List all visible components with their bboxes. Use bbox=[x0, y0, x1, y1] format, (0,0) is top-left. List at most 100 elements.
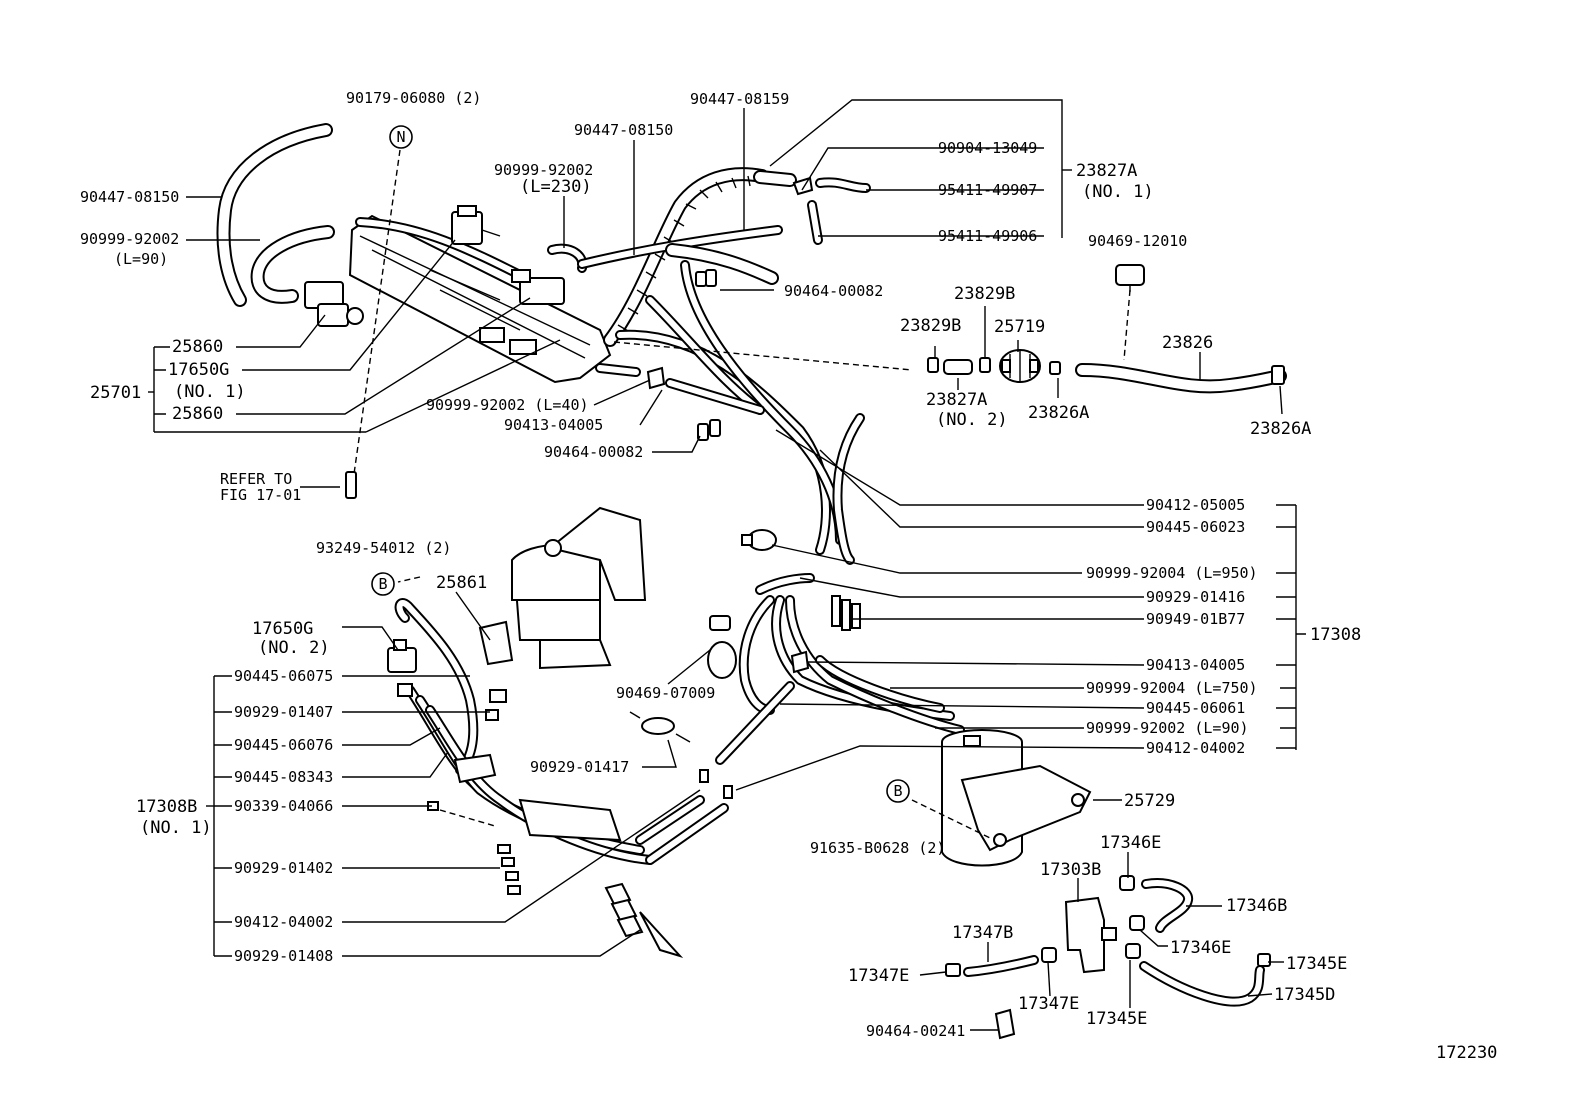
label-90999-92002-left: 90999-92002 bbox=[80, 230, 179, 248]
label-17345d: 17345D bbox=[1274, 985, 1335, 1005]
label-90464-00082-lower: 90464-00082 bbox=[544, 443, 643, 461]
label-no1-c: (NO. 1) bbox=[140, 818, 212, 838]
marker-b-circle-right bbox=[886, 779, 910, 803]
leader-lines bbox=[148, 99, 1306, 1031]
long-lines-17308 bbox=[715, 573, 965, 765]
marker-b-label-left: B bbox=[378, 575, 387, 593]
label-90445-06023: 90445-06023 bbox=[1146, 518, 1245, 536]
label-no2-a: (NO. 2) bbox=[936, 410, 1008, 430]
label-95411-49907: 95411-49907 bbox=[938, 181, 1037, 199]
label-25701: 25701 bbox=[90, 383, 141, 403]
dashed-line-90339-04066 bbox=[439, 809, 496, 827]
tee-23827a-no1 bbox=[792, 176, 871, 245]
clamp-90464-00082-lower bbox=[697, 419, 721, 441]
label-23829b-left: 23829B bbox=[900, 316, 961, 336]
label-90339-04066: 90339-04066 bbox=[234, 797, 333, 815]
label-90929-01402: 90929-01402 bbox=[234, 859, 333, 877]
label-17346b: 17346B bbox=[1226, 896, 1287, 916]
label-17345e-lower: 17345E bbox=[1086, 1009, 1147, 1029]
vsv-25860-upper bbox=[304, 281, 364, 327]
tee-90413-04005-lower bbox=[790, 650, 810, 674]
callout-labels: 90179-06080 (2) 90447-08150 90999-92002 … bbox=[80, 89, 1497, 1063]
figure-number: 172230 bbox=[1436, 1043, 1497, 1063]
clips-lower-left bbox=[397, 683, 733, 958]
label-l90-left: (L=90) bbox=[114, 250, 168, 268]
label-17346e-upper: 17346E bbox=[1100, 833, 1161, 853]
label-no2-b: (NO. 2) bbox=[258, 638, 330, 658]
label-17650g: 17650G bbox=[168, 360, 229, 380]
label-90445-08343: 90445-08343 bbox=[234, 768, 333, 786]
label-90412-05005: 90412-05005 bbox=[1146, 496, 1245, 514]
label-90464-00241: 90464-00241 bbox=[866, 1022, 965, 1040]
label-90413-04005-upper: 90413-04005 bbox=[504, 416, 603, 434]
label-23827a-no1: 23827A bbox=[1076, 161, 1137, 181]
dashed-line-90469-12010 bbox=[1123, 289, 1131, 361]
label-90999-92002-l40: 90999-92002 (L=40) bbox=[426, 396, 589, 414]
label-90447-08150-left: 90447-08150 bbox=[80, 188, 179, 206]
clamp-90469-12010 bbox=[1115, 264, 1145, 292]
label-95411-49906: 95411-49906 bbox=[938, 227, 1037, 245]
vsv-25860-lower bbox=[511, 269, 565, 305]
label-90929-01417: 90929-01417 bbox=[530, 758, 629, 776]
label-90412-04002-right: 90412-04002 bbox=[1146, 739, 1245, 757]
dashed-line-to-filter bbox=[613, 341, 913, 371]
label-23826: 23826 bbox=[1162, 333, 1213, 353]
bundle-17308b bbox=[394, 598, 729, 865]
vsv-bracket-25701 bbox=[348, 214, 612, 384]
label-90904-13049: 90904-13049 bbox=[938, 139, 1037, 157]
label-17347e-left: 17347E bbox=[848, 966, 909, 986]
label-23826a-left: 23826A bbox=[1028, 403, 1089, 423]
clamp-90464-00082-upper bbox=[695, 269, 717, 287]
label-25729: 25729 bbox=[1124, 791, 1175, 811]
label-91635-b0628: 91635-B0628 (2) bbox=[810, 839, 945, 857]
upper-left-hose-group bbox=[216, 123, 335, 307]
marker-n-circle bbox=[389, 125, 413, 149]
label-fig-17-01: FIG 17-01 bbox=[220, 486, 301, 504]
label-no1-b: (NO. 1) bbox=[1082, 182, 1154, 202]
label-90929-01416: 90929-01416 bbox=[1146, 588, 1245, 606]
label-90999-92002-l90: 90999-92002 (L=90) bbox=[1086, 719, 1249, 737]
clip-90949-01b77 bbox=[831, 595, 861, 631]
label-25719: 25719 bbox=[994, 317, 1045, 337]
label-refer-to: REFER TO bbox=[220, 470, 292, 488]
label-17346e-lower: 17346E bbox=[1170, 938, 1231, 958]
label-90469-07009: 90469-07009 bbox=[616, 684, 715, 702]
label-23829b-upper: 23829B bbox=[954, 284, 1015, 304]
main-fuel-lines bbox=[595, 260, 865, 565]
label-90412-04002-left: 90412-04002 bbox=[234, 913, 333, 931]
label-90179-06080: 90179-06080 (2) bbox=[346, 89, 481, 107]
label-25860-upper: 25860 bbox=[172, 337, 223, 357]
marker-b-label-right: B bbox=[893, 782, 902, 800]
hose-90447-08159-corrugated bbox=[603, 167, 797, 347]
label-17347e-lower: 17347E bbox=[1018, 994, 1079, 1014]
label-90447-08159: 90447-08159 bbox=[690, 90, 789, 108]
label-17347b: 17347B bbox=[952, 923, 1013, 943]
label-23826a-right: 23826A bbox=[1250, 419, 1311, 439]
label-90999-92002-l230: 90999-92002 bbox=[494, 161, 593, 179]
label-90445-06061: 90445-06061 bbox=[1146, 699, 1245, 717]
marker-b-circle-left bbox=[371, 572, 395, 596]
label-no1-a: (NO. 1) bbox=[174, 382, 246, 402]
label-90999-92004-l750: 90999-92004 (L=750) bbox=[1086, 679, 1258, 697]
label-90445-06075: 90445-06075 bbox=[234, 667, 333, 685]
label-90464-00082-upper: 90464-00082 bbox=[784, 282, 883, 300]
tee-90413-04005-upper bbox=[646, 366, 666, 390]
label-90445-06076: 90445-06076 bbox=[234, 736, 333, 754]
label-93249-54012: 93249-54012 (2) bbox=[316, 539, 451, 557]
label-90447-08150-center: 90447-08150 bbox=[574, 121, 673, 139]
label-90469-12010: 90469-12010 bbox=[1088, 232, 1187, 250]
label-17650g-no2: 17650G bbox=[252, 619, 313, 639]
vsv-17650g-no2 bbox=[387, 639, 417, 673]
label-90929-01407: 90929-01407 bbox=[234, 703, 333, 721]
refer-bolt bbox=[345, 471, 357, 499]
marker-b-dashed-line-right bbox=[911, 799, 991, 839]
charcoal-canister bbox=[511, 506, 647, 670]
label-l230: (L=230) bbox=[520, 177, 592, 197]
label-17308b: 17308B bbox=[136, 797, 197, 817]
hose-23826 bbox=[1075, 363, 1287, 394]
marker-n-label: N bbox=[396, 128, 405, 146]
label-25861: 25861 bbox=[436, 573, 487, 593]
label-25860-lower: 25860 bbox=[172, 404, 223, 424]
hose-90447-08150-center bbox=[665, 243, 779, 285]
